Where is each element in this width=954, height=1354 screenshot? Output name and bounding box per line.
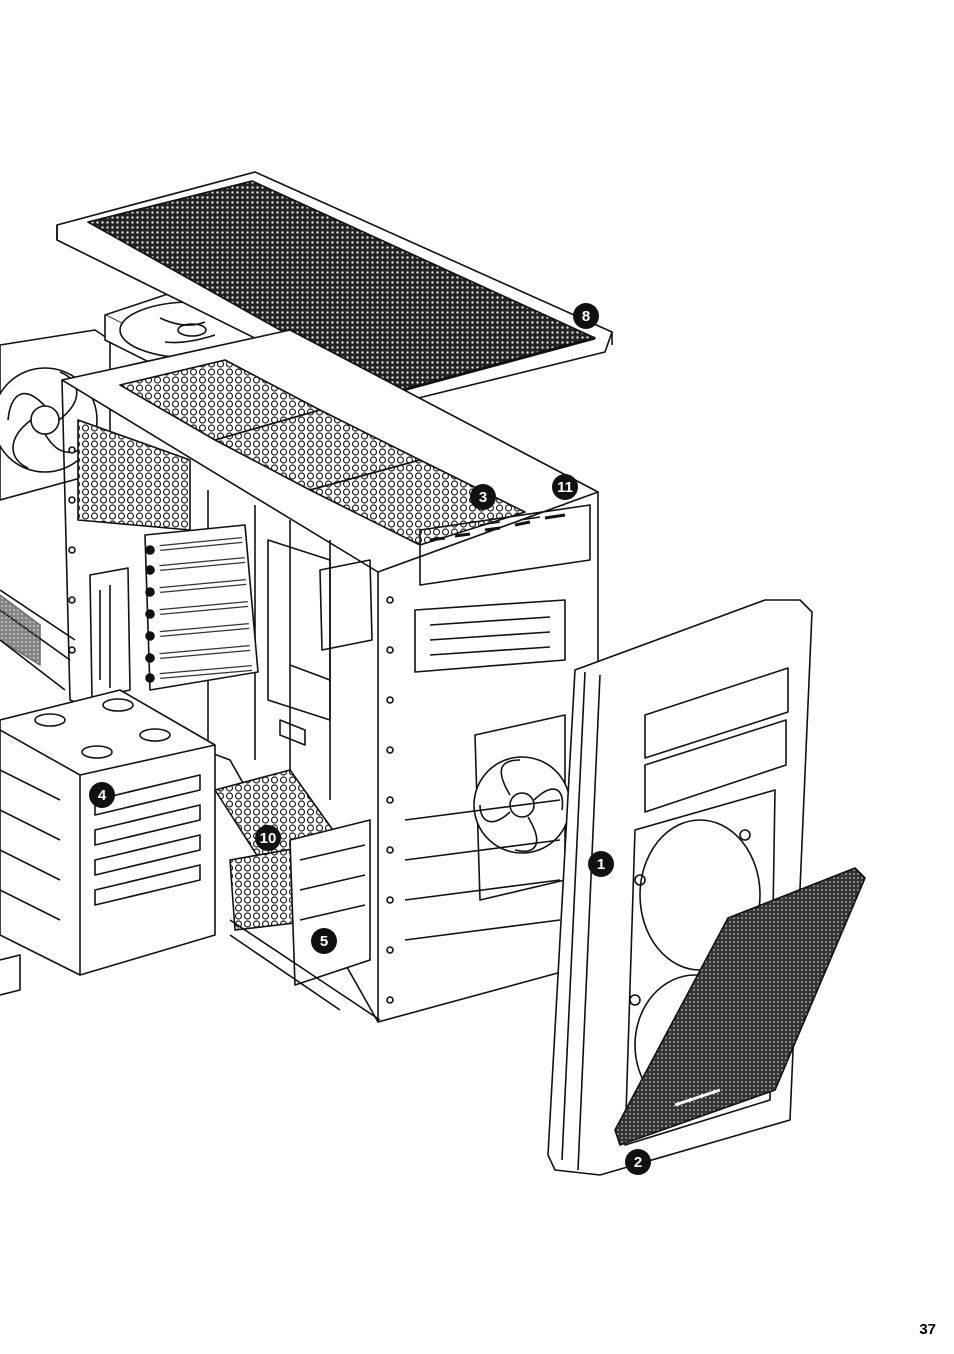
callout-11: 11 — [552, 474, 578, 500]
callout-1: 1 — [588, 851, 614, 877]
callout-label: 5 — [320, 933, 328, 950]
callout-label: 8 — [582, 308, 590, 325]
side-panel-frame — [0, 590, 75, 690]
callout-label: 10 — [260, 830, 277, 847]
callout-5: 5 — [311, 928, 337, 954]
front-fan — [474, 715, 570, 900]
callout-label: 1 — [597, 856, 605, 873]
callout-8: 8 — [573, 303, 599, 329]
callout-label: 2 — [634, 1154, 642, 1171]
callout-4: 4 — [89, 782, 115, 808]
page-number: 37 — [919, 1321, 936, 1338]
callout-label: 4 — [98, 787, 107, 804]
callout-10: 10 — [255, 825, 281, 851]
callout-label: 3 — [479, 489, 487, 506]
hdd-cage — [0, 690, 215, 995]
callout-label: 11 — [557, 479, 573, 496]
callout-2: 2 — [625, 1149, 651, 1175]
expansion-slots — [145, 525, 258, 690]
callout-3: 3 — [470, 484, 496, 510]
